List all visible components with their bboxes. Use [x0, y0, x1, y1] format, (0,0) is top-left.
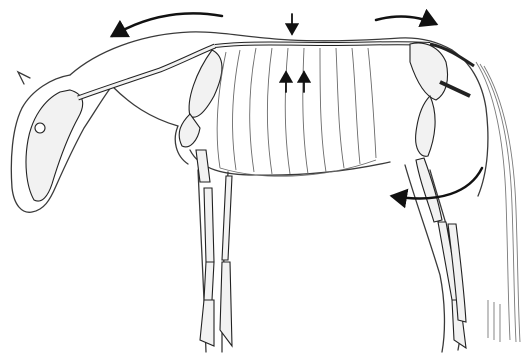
rib-cage	[217, 48, 376, 176]
horse-outline	[11, 32, 488, 352]
fore-cannon	[204, 188, 214, 262]
pelvis	[410, 43, 448, 100]
tail	[476, 62, 520, 342]
scapula	[189, 50, 222, 117]
eye-socket	[35, 123, 45, 133]
skeleton	[26, 43, 474, 348]
humerus	[179, 114, 200, 147]
femur	[416, 96, 435, 156]
skull	[26, 90, 83, 201]
croup-arc-arrow	[376, 17, 436, 24]
